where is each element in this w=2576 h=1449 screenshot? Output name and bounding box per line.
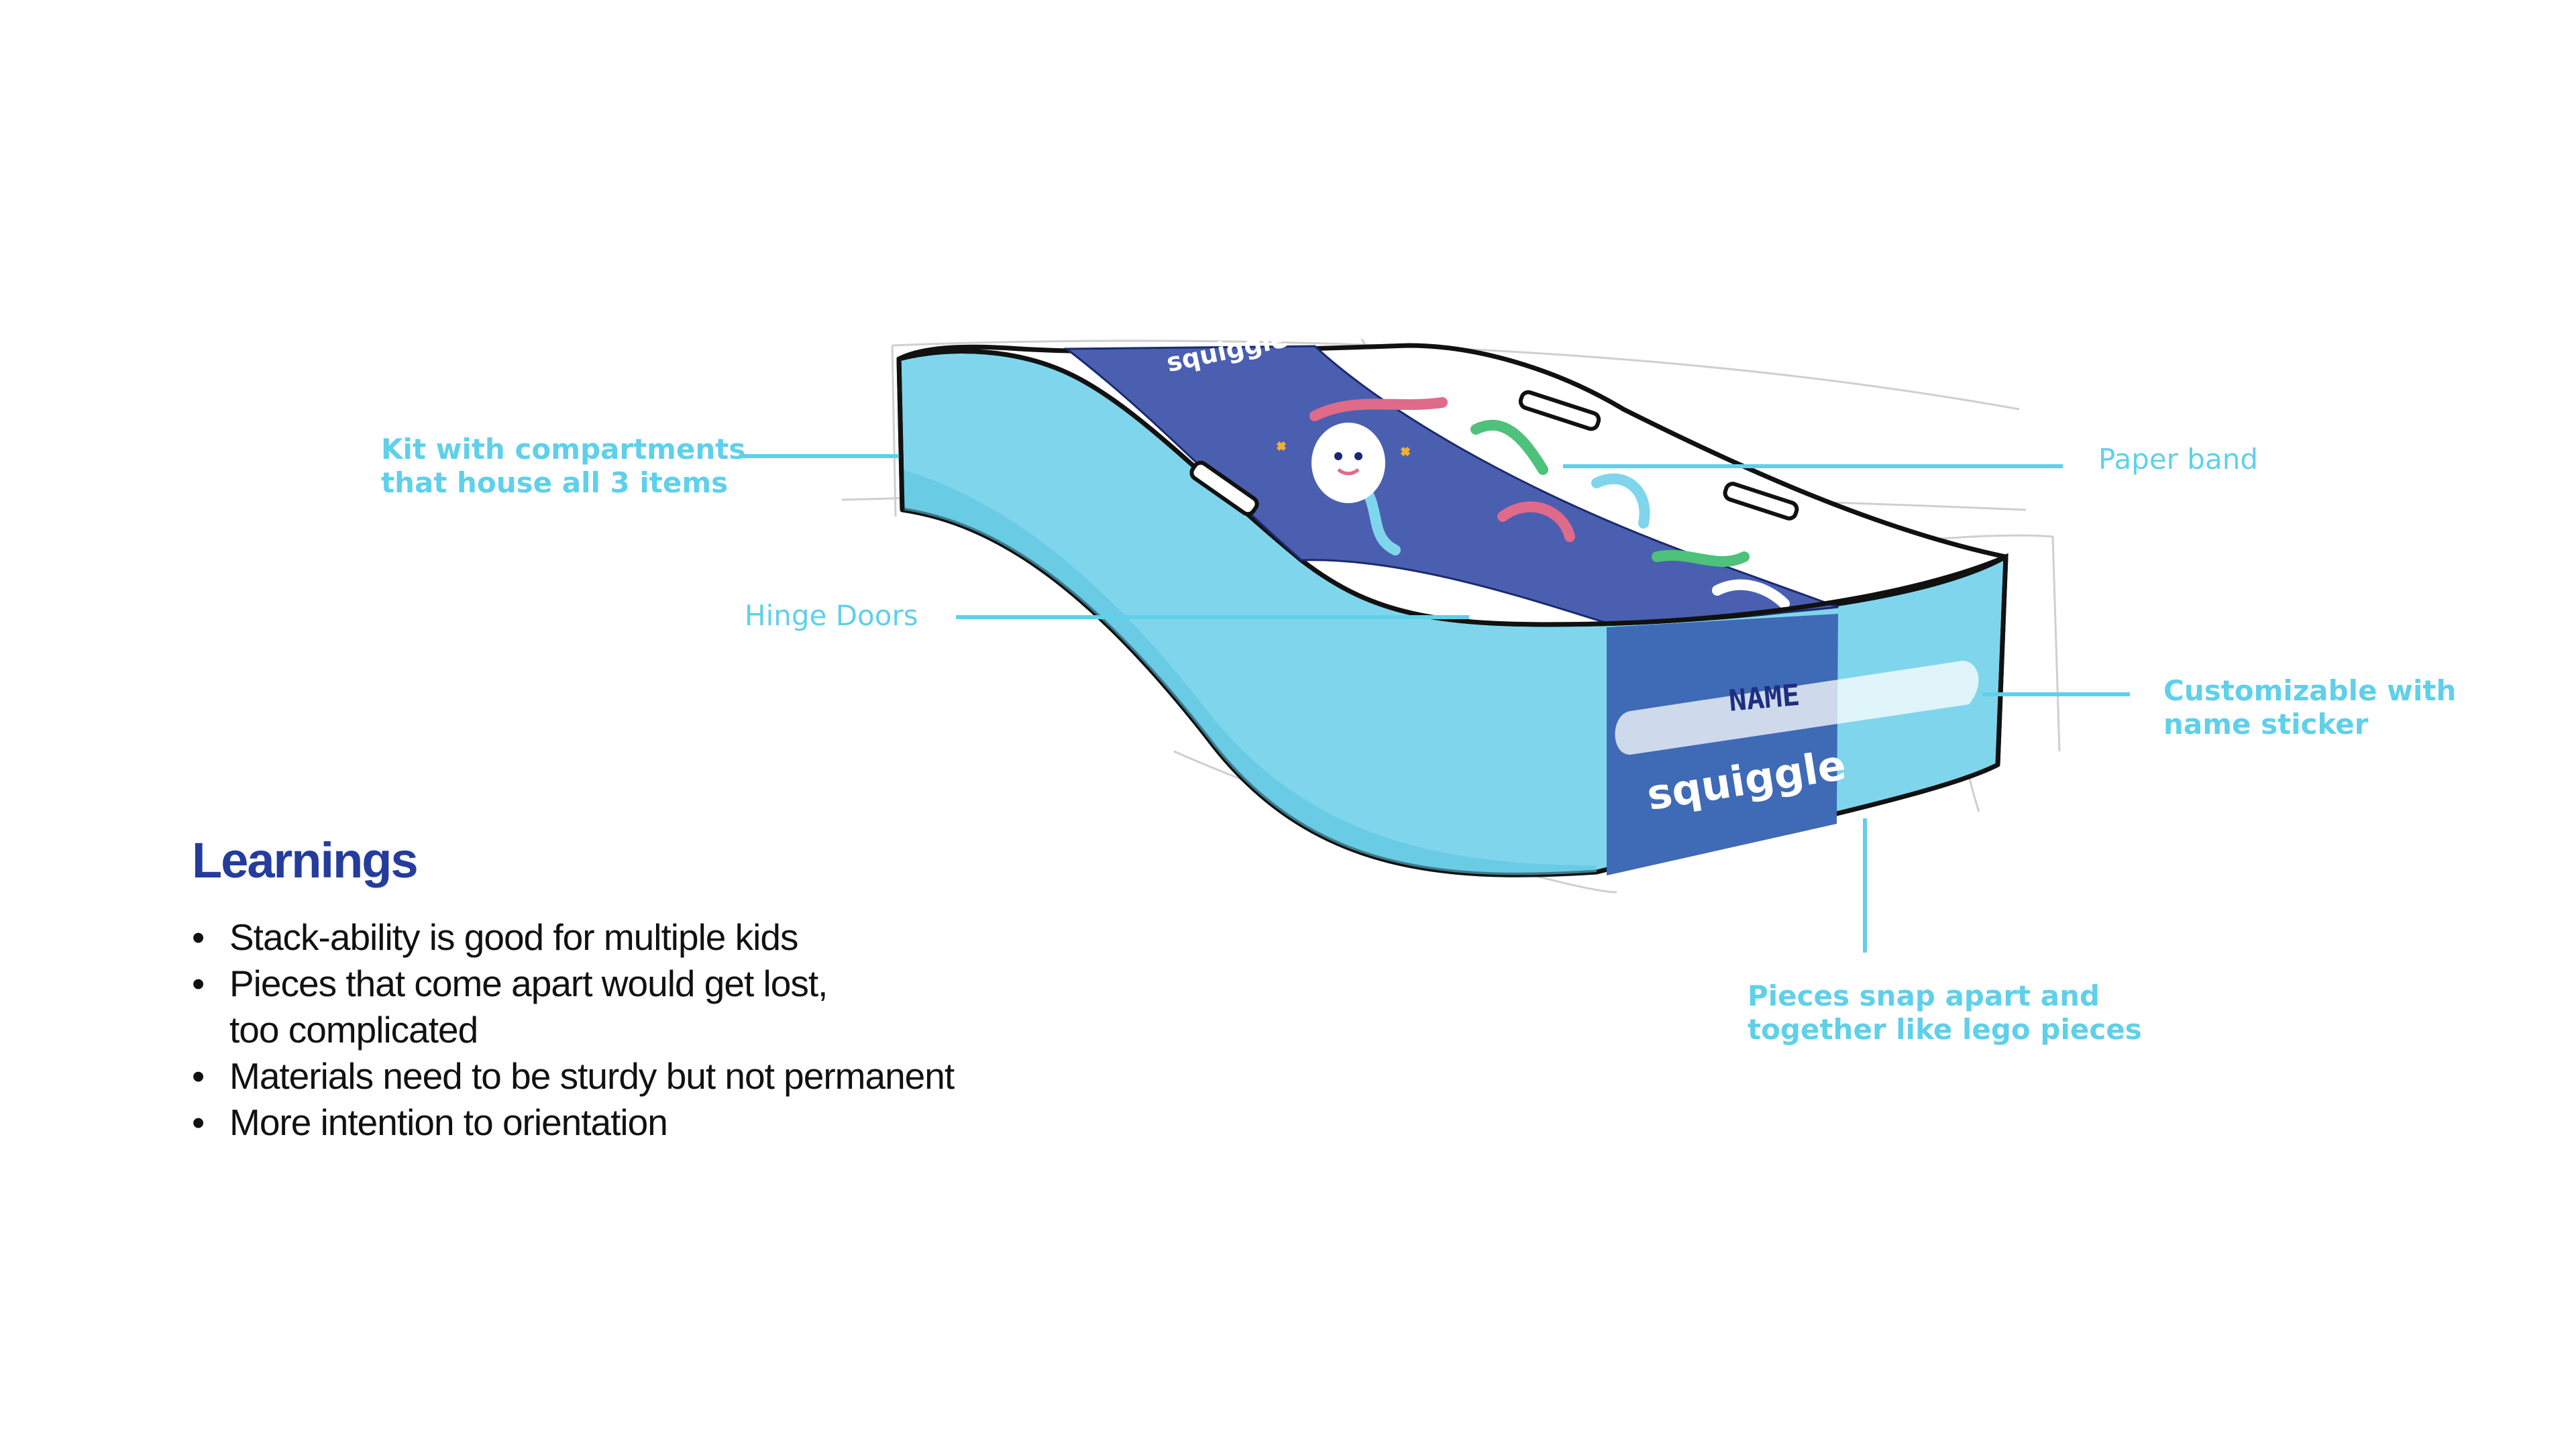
hinge-top-icon	[1518, 390, 1601, 431]
learnings-section: Learnings • Stack-ability is good for mul…	[192, 832, 1131, 1146]
learning-item: • Stack-ability is good for multiple kids	[192, 914, 1131, 961]
learning-text: More intention to orientation	[229, 1102, 668, 1143]
callout-snap-pieces: Pieces snap apart and together like lego…	[1748, 979, 2142, 1046]
learning-item: • More intention to orientation	[192, 1099, 1131, 1146]
callout-hinge-doors: Hinge Doors	[745, 599, 918, 632]
learnings-title: Learnings	[192, 833, 419, 888]
front-paper-band	[1607, 614, 1838, 875]
learning-text: Pieces that come apart would get lost, t…	[229, 963, 828, 1051]
sticker-name-text: NAME	[1727, 678, 1802, 718]
hinge-left-icon	[1189, 460, 1259, 517]
bullet-icon: •	[192, 963, 205, 1004]
name-sticker	[1615, 661, 1979, 755]
learnings-list: • Stack-ability is good for multiple kids…	[192, 914, 1131, 1146]
leader-lines	[741, 454, 2130, 953]
hinge-right-icon	[1723, 482, 1799, 521]
learning-text: Stack-ability is good for multiple kids	[229, 916, 798, 958]
learning-item: • Materials need to be sturdy but not per…	[192, 1053, 1131, 1099]
bullet-icon: •	[192, 1102, 205, 1143]
callout-paper-band: Paper band	[2098, 443, 2258, 476]
bullet-icon: •	[192, 916, 205, 958]
case-shading	[902, 470, 1597, 875]
band-doodles	[1309, 397, 1790, 609]
callout-name-sticker: Customizable with name sticker	[2163, 674, 2457, 741]
callout-kit: Kit with compartments that house all 3 i…	[381, 433, 746, 499]
learning-text: Materials need to be sturdy but not perm…	[229, 1055, 955, 1097]
bullet-icon: •	[192, 1055, 205, 1097]
mascot-icon	[1276, 423, 1411, 503]
learning-item: • Pieces that come apart would get lost, …	[192, 961, 1131, 1053]
